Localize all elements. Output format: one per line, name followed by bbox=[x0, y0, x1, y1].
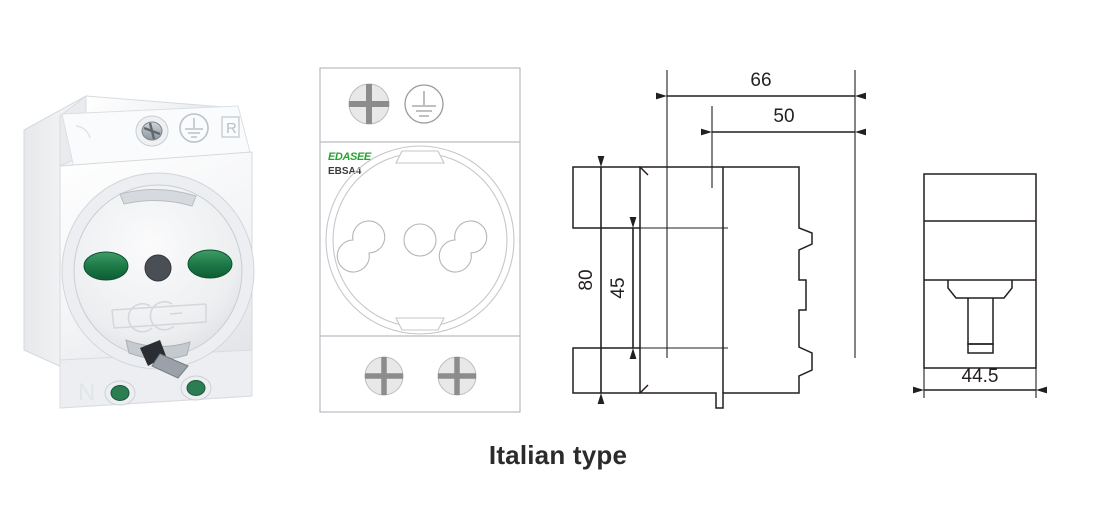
bottom-right-screw bbox=[437, 356, 477, 396]
end-body-outline bbox=[923, 173, 1037, 369]
photo-contact-blade bbox=[151, 353, 189, 379]
dimension-45: 45 bbox=[608, 217, 637, 359]
center-round-hole bbox=[403, 223, 437, 257]
side-body-outline bbox=[639, 166, 813, 409]
side-view-drawing: 66 50 80 45 bbox=[572, 70, 866, 409]
socket-outer-circle bbox=[325, 145, 515, 335]
figure-caption: Italian type bbox=[0, 440, 1110, 471]
front-view: EDASEE EBSA4 bbox=[312, 62, 528, 420]
side-bottom-step bbox=[572, 347, 640, 394]
photo-earth-clip-top bbox=[119, 188, 197, 207]
right-double-hole bbox=[438, 220, 488, 273]
model-number: EBSA4 bbox=[328, 166, 362, 177]
photo-neutral-marking: N bbox=[78, 379, 95, 406]
dimension-66: 66 bbox=[656, 70, 866, 100]
front-view-drawing: EDASEE EBSA4 bbox=[319, 67, 521, 413]
brand-logo: EDASEE bbox=[328, 151, 372, 163]
photo-left-arc-marking bbox=[75, 125, 91, 139]
end-view: 44.5 bbox=[896, 158, 1096, 408]
product-photo: R bbox=[0, 78, 300, 418]
bottom-left-screw bbox=[364, 356, 404, 396]
dimension-80-label: 80 bbox=[576, 269, 597, 290]
side-top-step bbox=[572, 166, 640, 229]
dimension-66-label: 66 bbox=[750, 70, 771, 91]
dimension-44-5-label: 44.5 bbox=[962, 366, 999, 387]
earth-clip-bottom bbox=[395, 317, 445, 331]
caption-text: Italian type bbox=[488, 440, 628, 470]
photo-ce-marking bbox=[111, 301, 207, 333]
dimension-80: 80 bbox=[576, 156, 605, 404]
product-photo-illustration: R bbox=[23, 94, 255, 409]
end-clip-stem bbox=[967, 298, 994, 345]
end-clip-foot bbox=[967, 343, 994, 354]
dimension-50: 50 bbox=[701, 106, 866, 136]
photo-center-pin-hole bbox=[144, 254, 172, 282]
dimension-45-label: 45 bbox=[608, 277, 629, 298]
photo-earth-symbol bbox=[179, 113, 209, 143]
dimension-44-5: 44.5 bbox=[913, 366, 1047, 394]
photo-phase-marking: R bbox=[221, 116, 240, 138]
earth-ground-symbol bbox=[404, 84, 444, 124]
svg-text:R: R bbox=[226, 120, 237, 137]
side-view: 66 50 80 45 bbox=[556, 58, 886, 428]
photo-screw-slot bbox=[143, 122, 161, 140]
top-screw bbox=[348, 83, 390, 125]
photo-bottom-terminal-right-screw bbox=[186, 380, 206, 396]
earth-clip-top bbox=[395, 150, 445, 164]
side-chamfer-bottom bbox=[639, 384, 649, 394]
left-double-hole bbox=[336, 220, 386, 273]
dimension-50-label: 50 bbox=[773, 106, 794, 127]
photo-bottom-terminal-left-screw bbox=[110, 385, 130, 401]
end-clip-shoulder bbox=[947, 280, 1013, 299]
end-view-drawing: 44.5 bbox=[913, 173, 1047, 398]
photo-left-pin-hole bbox=[83, 251, 129, 281]
side-chamfer-top bbox=[639, 166, 649, 176]
photo-right-pin-hole bbox=[187, 249, 233, 279]
